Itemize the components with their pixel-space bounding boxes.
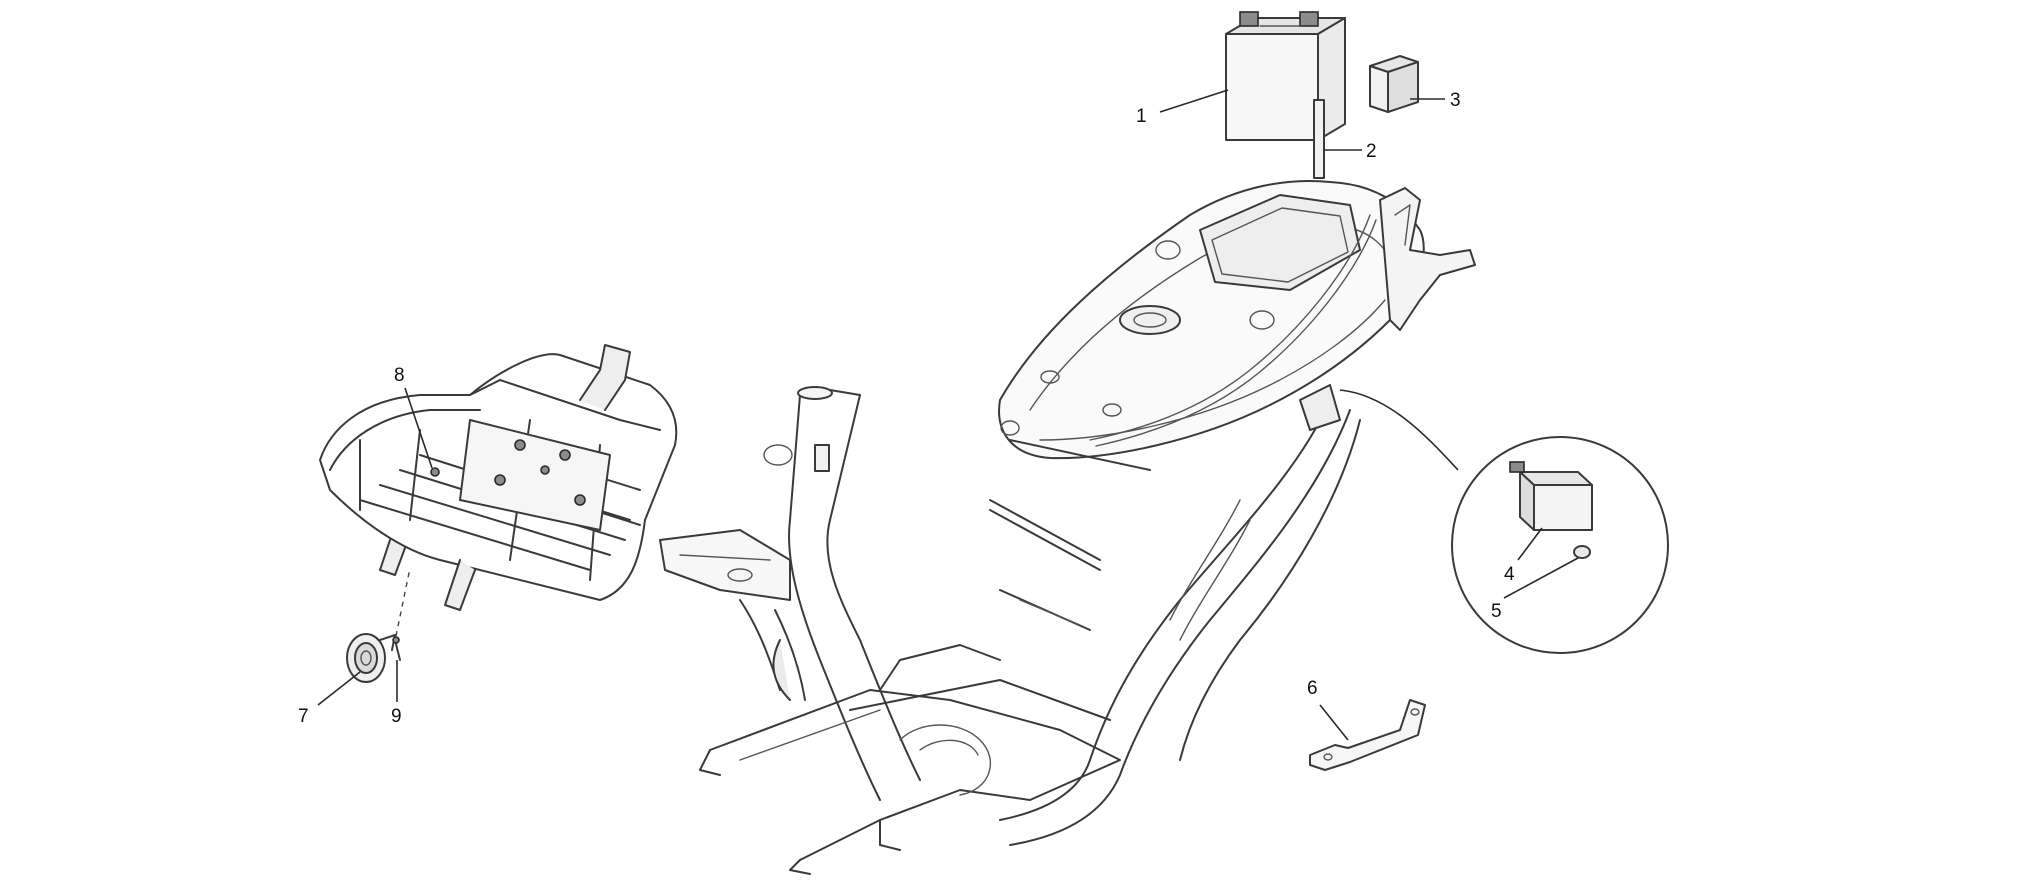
leader-4 — [1517, 527, 1543, 561]
battery-rod — [1313, 99, 1325, 179]
battery — [1225, 11, 1346, 141]
leader-6 — [1319, 704, 1349, 741]
horn — [346, 633, 396, 683]
callout-5: 5 — [1491, 601, 1502, 622]
callout-3: 3 — [1450, 90, 1461, 111]
front-carrier — [319, 344, 678, 611]
callout-6: 6 — [1307, 678, 1318, 699]
leader-1 — [1159, 89, 1229, 113]
leader-5 — [1503, 557, 1579, 599]
callout-7: 7 — [298, 706, 309, 727]
bracket — [1309, 699, 1426, 771]
small-block — [1369, 55, 1419, 113]
callout-2: 2 — [1366, 141, 1377, 162]
callout-8: 8 — [394, 365, 405, 386]
callout-4: 4 — [1504, 564, 1515, 585]
leader-7 — [317, 671, 361, 706]
scooter-frame — [659, 179, 1476, 875]
leader-8 — [404, 387, 433, 469]
horn-screw — [392, 636, 401, 661]
assembly-line — [395, 567, 411, 637]
carrier-bolt — [430, 467, 440, 477]
callout-1: 1 — [1136, 106, 1147, 127]
detail-view — [1339, 389, 1669, 654]
callout-9: 9 — [391, 706, 402, 727]
callouts: 1 2 3 4 5 6 7 8 9 — [298, 89, 1579, 741]
